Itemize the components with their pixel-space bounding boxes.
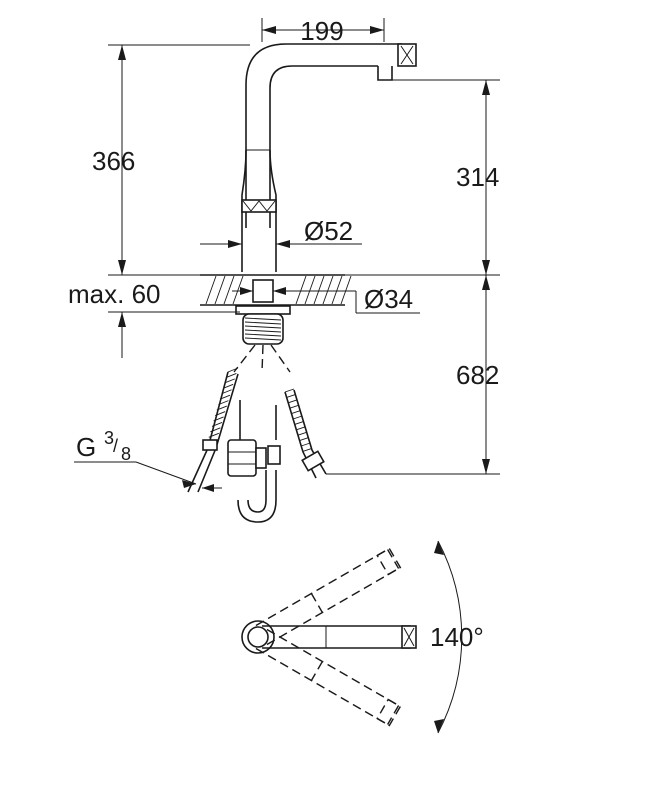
thread-prefix-label: G <box>76 432 96 462</box>
dimension-lines <box>74 18 500 492</box>
max-deck-label: max. 60 <box>68 279 161 309</box>
spout-reach-label: 199 <box>300 16 343 46</box>
thread-slash: / <box>113 436 118 456</box>
thread-denominator-label: 8 <box>121 444 131 464</box>
hole-diameter-label: Ø34 <box>364 284 413 314</box>
hose-length-label: 682 <box>456 360 499 390</box>
countertop-section <box>200 274 352 345</box>
total-height-label: 366 <box>92 146 135 176</box>
body-diameter-label: Ø52 <box>304 216 353 246</box>
spout-height-label: 314 <box>456 162 499 192</box>
faucet-top-view <box>241 540 463 734</box>
swivel-angle-label: 140° <box>430 622 484 652</box>
thread-numerator-label: 3 <box>104 428 114 448</box>
supply-hoses <box>187 344 327 523</box>
faucet-side-view <box>241 43 417 272</box>
